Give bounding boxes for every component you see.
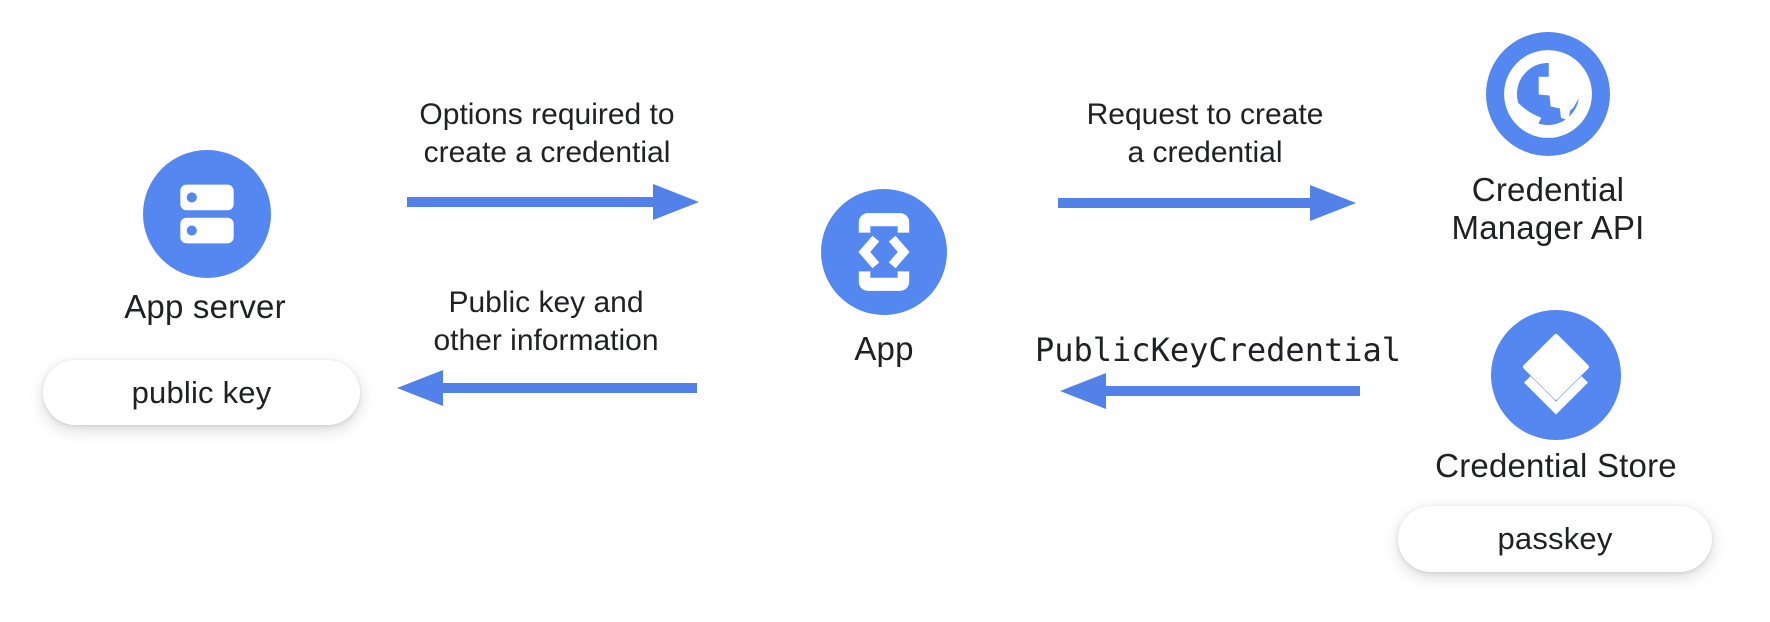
request-arrow-label-line2: a credential — [1127, 136, 1283, 169]
request-arrow-label: Request to create a credential — [1087, 96, 1324, 172]
passkey-pill: passkey — [1398, 506, 1712, 572]
app-server-circle — [143, 150, 271, 278]
public-key-pill-label: public key — [131, 374, 272, 410]
credential-manager-api-label-line2: Manager API — [1451, 209, 1645, 246]
options-arrow-label-line1: Options required to — [419, 98, 675, 131]
public-key-pill: public key — [43, 360, 360, 425]
phone-code-icon — [858, 213, 910, 291]
public-key-info-arrow-left — [397, 370, 697, 406]
options-arrow-label: Options required to create a credential — [419, 96, 674, 172]
public-key-info-arrow-label: Public key and other information — [433, 284, 658, 360]
request-arrow-label-line1: Request to create — [1086, 98, 1324, 131]
credential-manager-api-label: Credential Manager API — [1452, 171, 1645, 247]
passkey-pill-label: passkey — [1497, 521, 1613, 556]
options-arrow-label-line2: create a credential — [423, 136, 671, 169]
app-server-label: App server — [124, 288, 286, 325]
server-icon — [180, 184, 234, 244]
publickeycredential-arrow-left — [1060, 373, 1360, 409]
options-arrow-right — [407, 184, 699, 220]
public-key-info-arrow-label-line2: other information — [433, 324, 659, 357]
globe-icon — [1504, 50, 1592, 138]
publickeycredential-label: PublicKeyCredential — [1034, 331, 1402, 369]
credential-manager-api-circle — [1486, 32, 1610, 156]
layers-icon — [1522, 333, 1590, 415]
app-circle — [821, 189, 947, 315]
credential-store-circle — [1491, 310, 1621, 440]
credential-manager-api-label-line1: Credential — [1471, 171, 1625, 208]
credential-store-label: Credential Store — [1435, 447, 1677, 484]
request-arrow-right — [1058, 185, 1356, 221]
public-key-info-arrow-label-line1: Public key and — [448, 286, 644, 319]
app-label: App — [854, 330, 914, 367]
